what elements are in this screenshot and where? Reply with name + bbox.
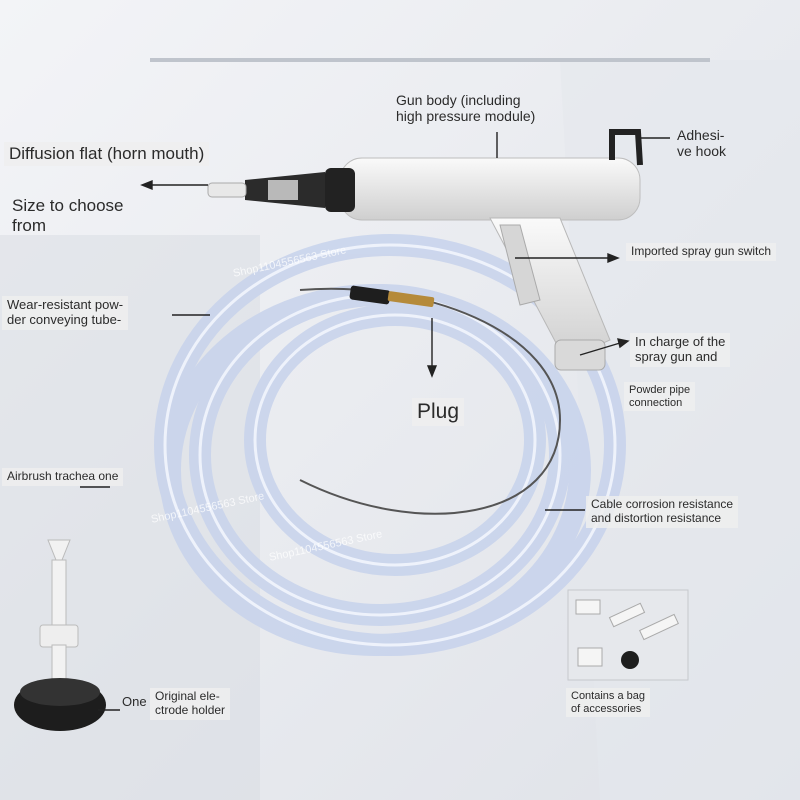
pointer-arrowhead — [426, 365, 438, 378]
label-powder-pipe: Powder pipe connection — [624, 382, 696, 412]
spray-gun — [207, 129, 643, 371]
plug-body — [349, 285, 391, 305]
label-airbrush-trachea: Airbrush trachea one — [2, 468, 124, 486]
label-cable-resistance: Cable corrosion resistance and distortio… — [586, 496, 739, 528]
label-one: One — [122, 694, 147, 709]
label-spray-gun-switch: Imported spray gun switch — [626, 243, 777, 261]
electrode-base-top — [20, 678, 100, 706]
hose-highlight — [163, 243, 617, 647]
gun-barrel — [339, 157, 641, 221]
electrode-holder — [14, 539, 106, 731]
hose-highlight — [253, 313, 537, 567]
accessory-part — [575, 599, 601, 615]
adhesive-hook-shape — [609, 129, 643, 166]
label-gun-body: Gun body (including high pressure module… — [396, 92, 536, 125]
label-plug: Plug — [412, 398, 465, 427]
label-accessories: Contains a bag of accessories — [566, 688, 650, 718]
pointer-arrowhead — [617, 338, 630, 349]
label-size-to-choose: Size to choose from — [12, 196, 124, 235]
accessory-part — [608, 602, 646, 628]
electrode-shaft — [51, 559, 67, 631]
gun-trigger — [499, 224, 541, 306]
label-in-charge: In charge of the spray gun and — [630, 333, 731, 367]
plug — [349, 285, 435, 308]
pointer-line — [579, 342, 621, 356]
label-diffusion-flat: Diffusion flat (horn mouth) — [4, 142, 210, 166]
label-adhesive-hook: Adhesi- ve hook — [677, 127, 727, 160]
hose-highlights — [163, 243, 617, 647]
plug-tip — [387, 291, 435, 308]
gun-nozzle-band — [268, 180, 298, 200]
pointer-lines — [80, 132, 670, 711]
accessory-part — [639, 613, 679, 641]
diffusion-tip — [207, 182, 247, 198]
accessory-part — [621, 651, 639, 669]
electrode-collar — [39, 624, 79, 648]
accessories-bag — [567, 589, 689, 681]
label-electrode-holder: Original ele- ctrode holder — [150, 688, 231, 720]
accessory-part — [577, 647, 603, 667]
pointer-arrowhead — [140, 179, 153, 191]
gun-nozzle-ring — [325, 168, 355, 212]
label-powder-tube: Wear-resistant pow- der conveying tube- — [2, 296, 129, 330]
top-strip — [150, 58, 710, 62]
pointer-arrowhead — [607, 252, 620, 264]
